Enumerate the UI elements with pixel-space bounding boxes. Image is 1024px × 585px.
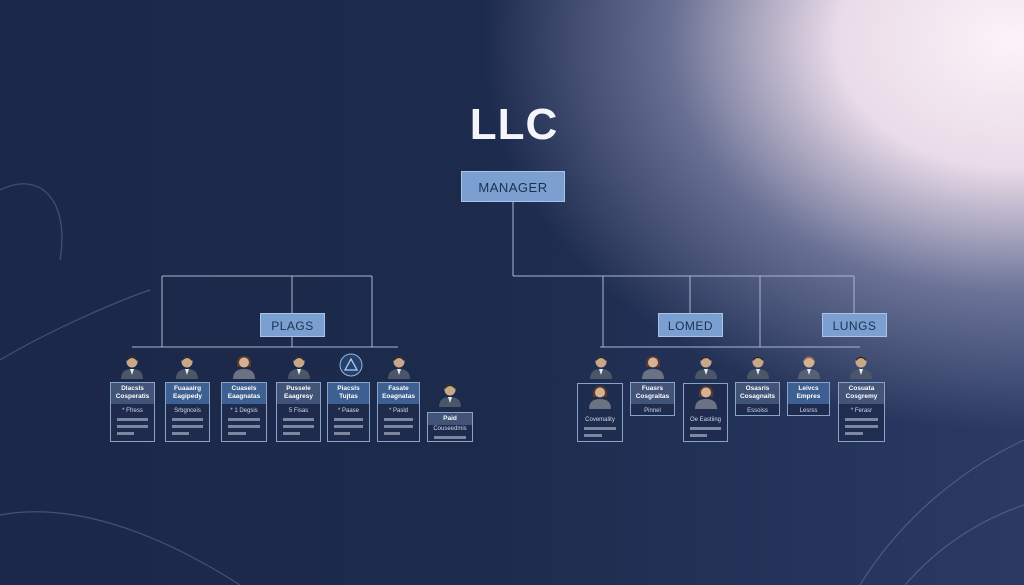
card-title: Fuasrs Cosgraitas — [631, 383, 674, 404]
card-title: Pussele Eaagresy — [277, 383, 320, 404]
card-subtitle: Srbgnceis — [174, 408, 201, 414]
card-subtitle: * Ffress — [122, 408, 143, 414]
card-title: Paid — [428, 413, 472, 425]
member-card[interactable]: Dlacsls Cosperatis * Ffress — [110, 382, 155, 442]
manager-box[interactable]: MANAGER — [461, 171, 565, 202]
member-card[interactable]: Paid Couseedmis — [427, 412, 473, 442]
person-avatar-icon — [589, 386, 611, 409]
card-subtitle: Pinnel — [644, 408, 661, 414]
member-card[interactable]: Pussele Eaagresy 5 Fisas — [276, 382, 321, 442]
card-title: Dlacsls Cosperatis — [111, 383, 154, 404]
person-avatar-icon — [121, 356, 143, 379]
card-title: Fuaaairg Eagipedy — [166, 383, 209, 404]
person-avatar-icon — [233, 356, 255, 379]
member-card[interactable]: Leivcs Empres Lesrss — [787, 382, 830, 416]
card-subtitle: Essoiss — [747, 408, 768, 414]
card-title: Leivcs Empres — [788, 383, 829, 404]
person-avatar-icon — [439, 384, 461, 407]
card-subtitle: * Ferasr — [850, 408, 873, 414]
member-card[interactable]: Cosuata Cosgremy * Ferasr — [838, 382, 885, 442]
card-title: Fasate Eoagnatas — [378, 383, 419, 404]
card-subtitle: 5 Fisas — [288, 408, 309, 414]
card-title: Piacsls Tujtas — [328, 383, 369, 404]
member-card[interactable]: Fuasrs Cosgraitas Pinnel — [630, 382, 675, 416]
member-card[interactable]: Fasate Eoagnatas * Pasld — [377, 382, 420, 442]
card-subtitle: Couseedmis — [433, 426, 467, 432]
section-box-lungs[interactable]: LUNGS — [822, 313, 887, 337]
card-subtitle: Covemality — [585, 417, 615, 423]
person-avatar-icon — [388, 356, 410, 379]
member-card[interactable]: Piacsls Tujtas * Paase — [327, 382, 370, 442]
logo-emblem-icon — [339, 353, 363, 377]
page-title: LLC — [469, 100, 559, 149]
person-avatar-icon — [288, 356, 310, 379]
member-card[interactable]: Osasris Cosagnaits Essoiss — [735, 382, 780, 416]
member-card[interactable]: Fuaaairg Eagipedy Srbgnceis — [165, 382, 210, 442]
card-title: Cosuata Cosgremy — [839, 383, 884, 404]
card-subtitle: * Pasld — [388, 408, 408, 414]
person-avatar-icon — [695, 356, 717, 379]
card-title: Cuasels Eaagnatas — [222, 383, 266, 404]
section-box-plags[interactable]: PLAGS — [260, 313, 325, 337]
card-subtitle: * 1 Degsis — [230, 408, 258, 414]
card-subtitle: Lesrss — [799, 408, 818, 414]
person-avatar-icon — [642, 356, 664, 379]
person-avatar-icon — [695, 386, 717, 409]
section-box-lomed[interactable]: LOMED — [658, 313, 723, 337]
card-subtitle: * Paase — [337, 408, 359, 414]
person-avatar-icon — [590, 356, 612, 379]
card-subtitle: Oe Eastiing — [689, 417, 722, 423]
member-card[interactable]: Cuasels Eaagnatas * 1 Degsis — [221, 382, 267, 442]
person-avatar-icon — [850, 356, 872, 379]
person-avatar-icon — [176, 356, 198, 379]
person-avatar-icon — [747, 356, 769, 379]
person-avatar-icon — [798, 356, 820, 379]
card-title: Osasris Cosagnaits — [736, 383, 779, 404]
